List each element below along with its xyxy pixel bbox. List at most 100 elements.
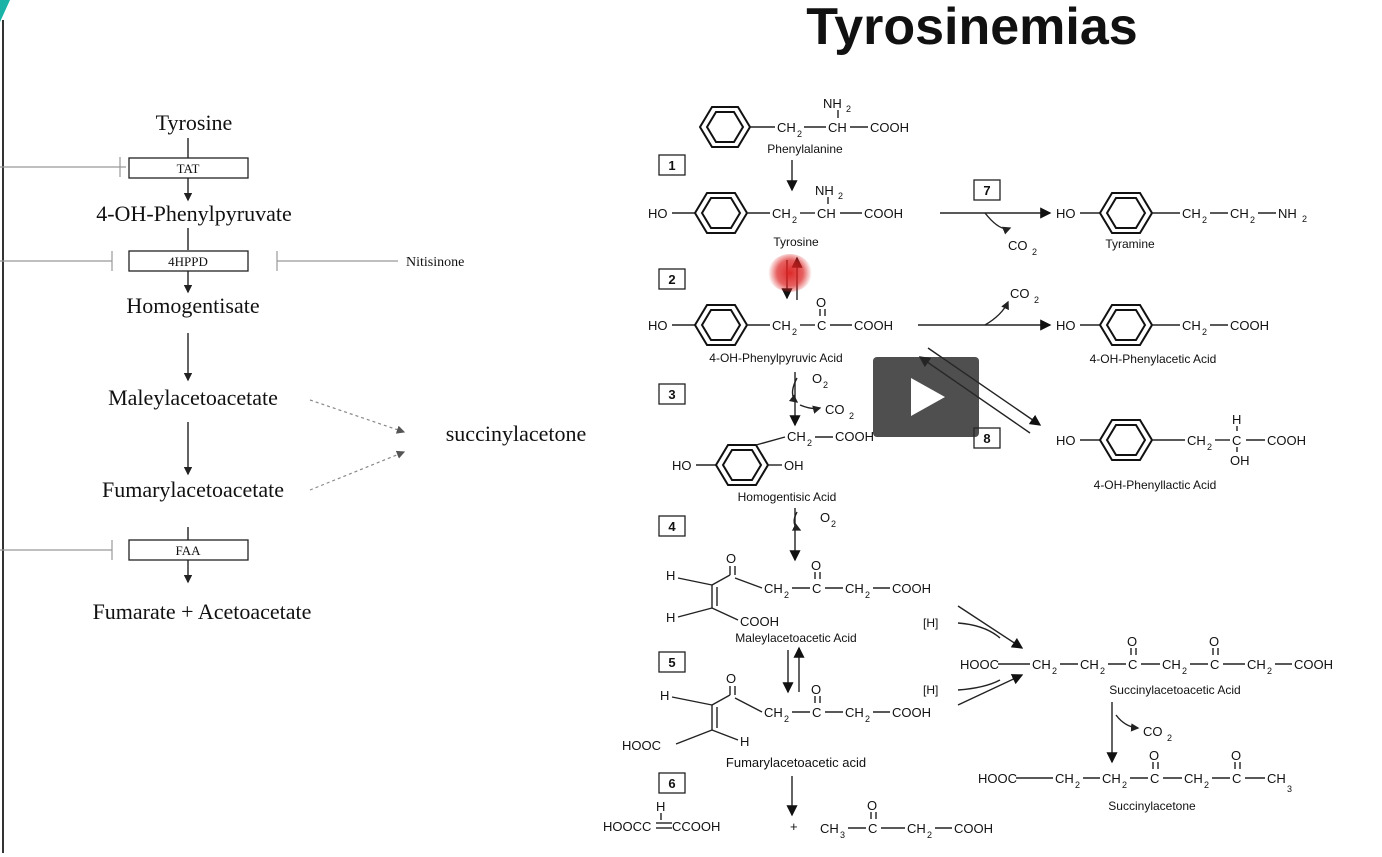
svg-text:3: 3 bbox=[840, 830, 845, 840]
phenylalanine-label: Phenylalanine bbox=[767, 142, 843, 156]
faa-enzyme-label: FAA bbox=[175, 543, 201, 558]
svg-text:H: H bbox=[660, 688, 669, 703]
step-box-2: 2 bbox=[658, 268, 686, 290]
svg-text:CH: CH bbox=[787, 429, 806, 444]
maleylacetoacetic-label: Maleylacetoacetic Acid bbox=[735, 631, 856, 645]
svg-text:CH: CH bbox=[1032, 657, 1051, 672]
svg-text:HOOC: HOOC bbox=[978, 771, 1017, 786]
svg-text:CO: CO bbox=[1008, 238, 1028, 253]
svg-text:COOH: COOH bbox=[954, 821, 993, 836]
ohphenylacetic-label: 4-OH-Phenylacetic Acid bbox=[1090, 352, 1217, 366]
svg-text:HO: HO bbox=[648, 318, 668, 333]
ohphenyllactic-label: 4-OH-Phenyllactic Acid bbox=[1094, 478, 1217, 492]
svg-text:CH: CH bbox=[845, 705, 864, 720]
svg-text:O: O bbox=[812, 371, 822, 386]
svg-text:2: 2 bbox=[1122, 780, 1127, 790]
svg-text:CH: CH bbox=[764, 581, 783, 596]
svg-text:CH: CH bbox=[907, 821, 926, 836]
svg-text:O: O bbox=[1231, 748, 1241, 763]
succinylacetone-label: Succinylacetone bbox=[1108, 799, 1196, 813]
svg-text:COOH: COOH bbox=[892, 581, 931, 596]
svg-text:+: + bbox=[790, 819, 798, 834]
slide-title: Tyrosinemias bbox=[806, 0, 1137, 56]
svg-text:OH: OH bbox=[1230, 453, 1250, 468]
svg-text:HOOC: HOOC bbox=[622, 738, 661, 753]
laser-pointer-dot bbox=[768, 254, 812, 292]
svg-text:NH: NH bbox=[1278, 206, 1297, 221]
svg-text:C: C bbox=[817, 318, 826, 333]
svg-text:COOH: COOH bbox=[1267, 433, 1306, 448]
left-tyrosine-label: Tyrosine bbox=[156, 110, 233, 135]
svg-text:HO: HO bbox=[648, 206, 668, 221]
svg-text:CH: CH bbox=[820, 821, 839, 836]
svg-text:2: 2 bbox=[807, 438, 812, 448]
corner-accent bbox=[0, 0, 10, 22]
video-play-button[interactable] bbox=[873, 357, 979, 437]
svg-text:CH: CH bbox=[1184, 771, 1203, 786]
left-maleyl-label: Maleylacetoacetate bbox=[108, 385, 278, 410]
svg-text:2: 2 bbox=[1052, 666, 1057, 676]
svg-text:CH: CH bbox=[1080, 657, 1099, 672]
left-products-label: Fumarate + Acetoacetate bbox=[93, 599, 312, 624]
svg-text:O: O bbox=[1209, 634, 1219, 649]
svg-text:CH: CH bbox=[1055, 771, 1074, 786]
svg-text:COOH: COOH bbox=[892, 705, 931, 720]
step-box-3: 3 bbox=[658, 383, 686, 405]
svg-text:2: 2 bbox=[784, 714, 789, 724]
svg-text:CH: CH bbox=[1162, 657, 1181, 672]
svg-text:COOH: COOH bbox=[864, 206, 903, 221]
svg-text:O: O bbox=[726, 671, 736, 686]
svg-text:2: 2 bbox=[1202, 327, 1207, 337]
svg-text:CH: CH bbox=[1230, 206, 1249, 221]
svg-text:CH: CH bbox=[1102, 771, 1121, 786]
svg-text:CH: CH bbox=[1267, 771, 1286, 786]
svg-text:8: 8 bbox=[983, 431, 990, 446]
svg-text:2: 2 bbox=[1250, 215, 1255, 225]
svg-text:C: C bbox=[812, 705, 821, 720]
left-fumaryl-label: Fumarylacetoacetate bbox=[102, 477, 284, 502]
svg-text:H: H bbox=[666, 568, 675, 583]
tyrosine-label: Tyrosine bbox=[773, 235, 819, 249]
svg-text:COOH: COOH bbox=[870, 120, 909, 135]
svg-text:3: 3 bbox=[668, 387, 675, 402]
svg-text:CCOOH: CCOOH bbox=[672, 819, 720, 834]
svg-text:5: 5 bbox=[668, 655, 675, 670]
svg-text:[H]: [H] bbox=[923, 683, 938, 697]
step-box-5: 5 bbox=[658, 651, 686, 673]
svg-text:2: 2 bbox=[823, 380, 828, 390]
step-box-6: 6 bbox=[658, 772, 686, 794]
svg-text:2: 2 bbox=[1167, 733, 1172, 743]
svg-text:HO: HO bbox=[1056, 206, 1076, 221]
left-pathway: Tyrosine TAT 4-OH-Phenylpyruvate 4HPPD N… bbox=[0, 110, 586, 624]
step-box-4: 4 bbox=[658, 515, 686, 537]
svg-text:3: 3 bbox=[1287, 784, 1292, 794]
svg-text:2: 2 bbox=[1032, 247, 1037, 257]
svg-text:H: H bbox=[740, 734, 749, 749]
svg-text:O: O bbox=[726, 551, 736, 566]
svg-text:CH: CH bbox=[1182, 206, 1201, 221]
svg-text:C: C bbox=[1150, 771, 1159, 786]
svg-text:HO: HO bbox=[672, 458, 692, 473]
svg-text:2: 2 bbox=[1302, 214, 1307, 224]
hppd-enzyme-label: 4HPPD bbox=[168, 254, 208, 269]
svg-text:CH: CH bbox=[777, 120, 796, 135]
svg-text:CO: CO bbox=[1010, 286, 1030, 301]
left-homogentisate-label: Homogentisate bbox=[126, 293, 259, 318]
svg-text:2: 2 bbox=[792, 327, 797, 337]
svg-text:CH: CH bbox=[817, 206, 836, 221]
svg-text:H: H bbox=[666, 610, 675, 625]
svg-text:H: H bbox=[656, 799, 665, 814]
svg-text:CH: CH bbox=[845, 581, 864, 596]
svg-text:2: 2 bbox=[927, 830, 932, 840]
fumarate-structure: H HOOCC CCOOH bbox=[603, 799, 720, 834]
svg-text:2: 2 bbox=[1034, 295, 1039, 305]
